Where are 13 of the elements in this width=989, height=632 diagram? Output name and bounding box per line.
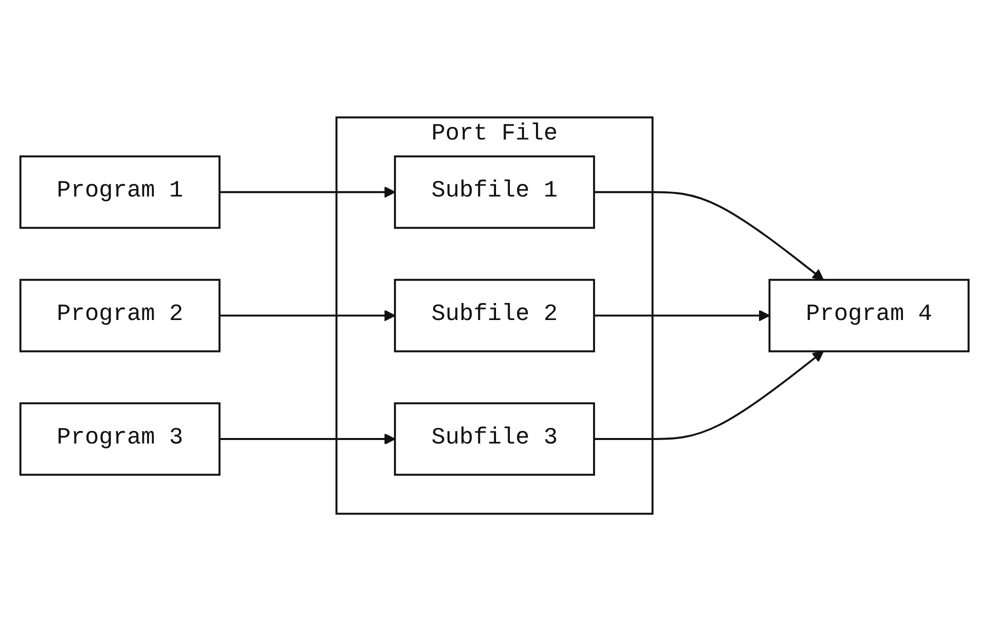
arrow [220,186,396,198]
arrow [594,192,824,281]
node-box: Program 2 [19,279,220,353]
arrow [220,310,396,322]
node-box: Subfile 1 [394,156,596,230]
node-box: Program 3 [19,402,220,476]
arrow [594,351,824,440]
node-box: Program 1 [19,156,220,230]
arrow [220,434,396,446]
node-box: Program 4 [768,279,970,353]
node-box: Subfile 3 [394,402,596,476]
arrow [594,310,770,322]
node-box: Subfile 2 [394,279,596,353]
